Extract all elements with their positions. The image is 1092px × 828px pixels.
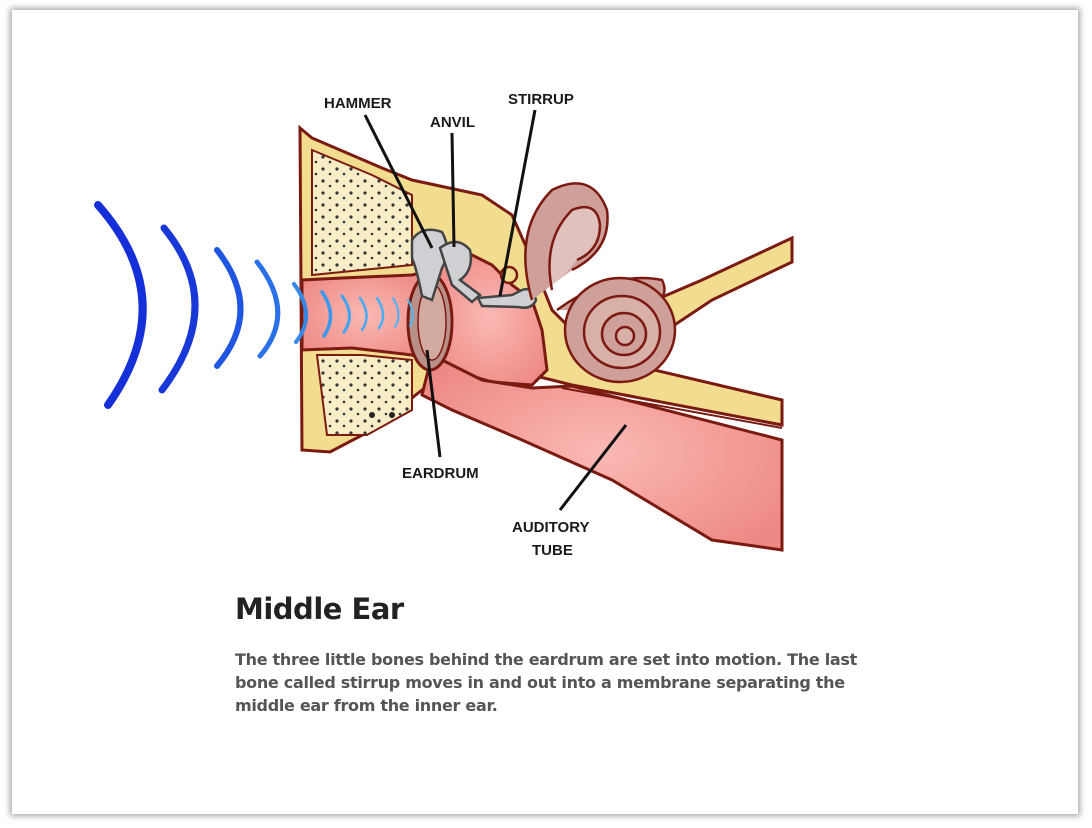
- anvil-bone: [438, 240, 482, 304]
- slide-title: Middle Ear: [235, 592, 404, 626]
- label-anvil: ANVIL: [430, 114, 475, 131]
- leader-lines: [363, 109, 628, 511]
- stirrup-bone: [476, 287, 538, 309]
- hammer-leader: [363, 114, 434, 249]
- auditory-tube: [420, 352, 784, 552]
- eardrum-leader: [425, 349, 442, 458]
- label-eardrum: EARDRUM: [402, 465, 479, 482]
- temporal-bone: [298, 124, 794, 454]
- ossicles: [410, 228, 538, 309]
- middle-ear-diagram: HAMMER ANVIL STIRRUP EARDRUM AUDITORY TU…: [94, 91, 794, 559]
- sound-waves: [94, 201, 414, 409]
- label-stirrup: STIRRUP: [508, 91, 574, 108]
- slide: HAMMER ANVIL STIRRUP EARDRUM AUDITORY TU…: [12, 10, 1078, 814]
- eardrum: [406, 272, 454, 372]
- label-auditory-line1: AUDITORY: [512, 519, 590, 536]
- anvil-leader: [450, 132, 456, 248]
- label-auditory-line2: TUBE: [532, 542, 573, 559]
- auditory-tube-leader: [558, 424, 628, 511]
- label-hammer: HAMMER: [324, 95, 392, 112]
- cochlea: [563, 276, 677, 384]
- slide-body-text: The three little bones behind the eardru…: [235, 650, 857, 715]
- stirrup-leader: [498, 109, 537, 297]
